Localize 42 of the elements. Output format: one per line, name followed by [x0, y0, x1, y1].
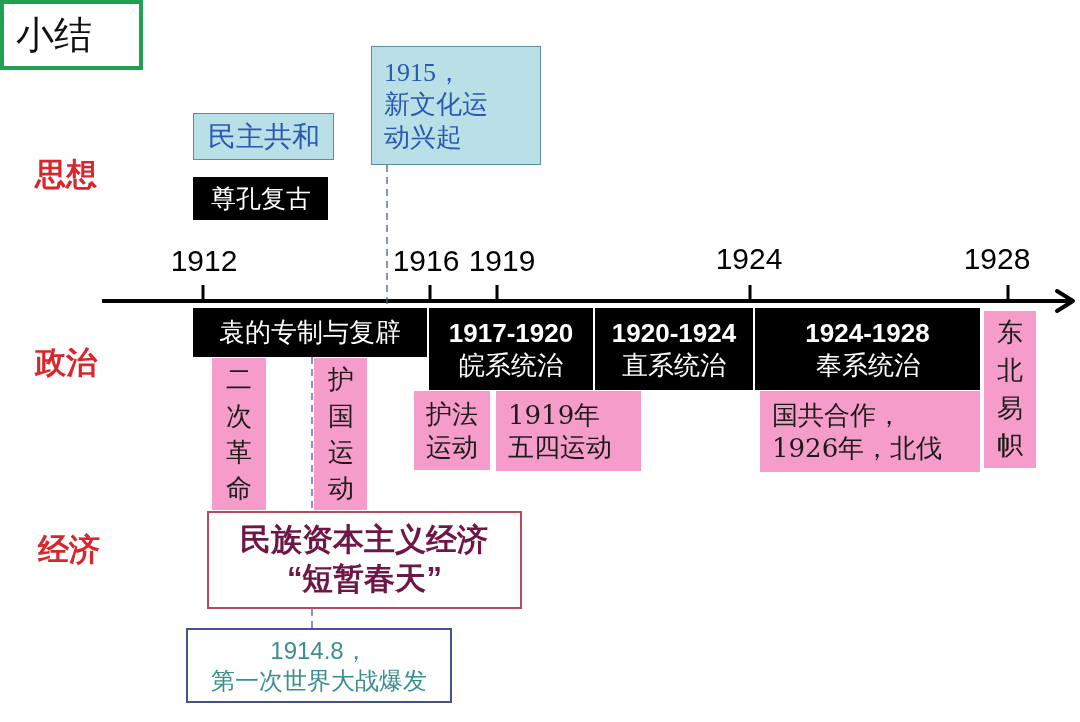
- category-label: 经济: [38, 532, 100, 568]
- year-label: 1919: [468, 244, 536, 279]
- event-box: [414, 391, 490, 470]
- event-label: 护法运动: [426, 398, 478, 463]
- idea-box: [193, 113, 334, 160]
- idea-label: 1915，新文化运动兴起: [384, 56, 489, 154]
- period-label: 袁的专制与复辟: [219, 316, 401, 349]
- idea-box: [371, 46, 541, 165]
- event-box: [314, 358, 367, 510]
- section-title: 小结: [0, 0, 143, 70]
- year-label: 1928: [963, 242, 1031, 277]
- period-box: [595, 308, 753, 390]
- event-label: 东北易帜: [997, 316, 1023, 463]
- economy-label: 民族资本主义经济“短暂春天”: [239, 521, 490, 598]
- event-label: 1914.8，第一次世界大战爆发: [210, 635, 428, 696]
- period-box: [193, 308, 427, 357]
- category-label: 思想: [35, 157, 97, 193]
- year-label: 1916: [392, 244, 460, 279]
- category-label: 政治: [35, 345, 97, 381]
- idea-label: 民主共和: [207, 120, 320, 154]
- date-range: 1924-1928: [805, 316, 930, 349]
- year-label: 1912: [170, 244, 238, 279]
- period-label: 直系统治: [622, 349, 726, 382]
- period-label: 奉系统治: [815, 349, 920, 382]
- period-label: 皖系统治: [459, 349, 563, 382]
- economy-box: [207, 511, 522, 609]
- event-box: [212, 358, 266, 510]
- date-range: 1920-1924: [611, 316, 737, 349]
- event-label: 国共合作，1926年，北伐: [772, 399, 944, 464]
- period-label: 尊孔复古: [210, 182, 311, 214]
- event-box: [186, 628, 452, 703]
- event-label: 1919年五四运动: [508, 398, 613, 464]
- year-label: 1924: [715, 242, 783, 277]
- event-label: 护国运动: [327, 363, 354, 506]
- event-box: [496, 391, 641, 471]
- period-box: [193, 177, 328, 220]
- event-box: [760, 391, 980, 472]
- event-label: 二次革命: [226, 363, 252, 506]
- date-range: 1917-1920: [448, 316, 574, 349]
- period-box: [755, 308, 980, 390]
- period-box: [429, 308, 593, 390]
- event-box: [984, 311, 1036, 468]
